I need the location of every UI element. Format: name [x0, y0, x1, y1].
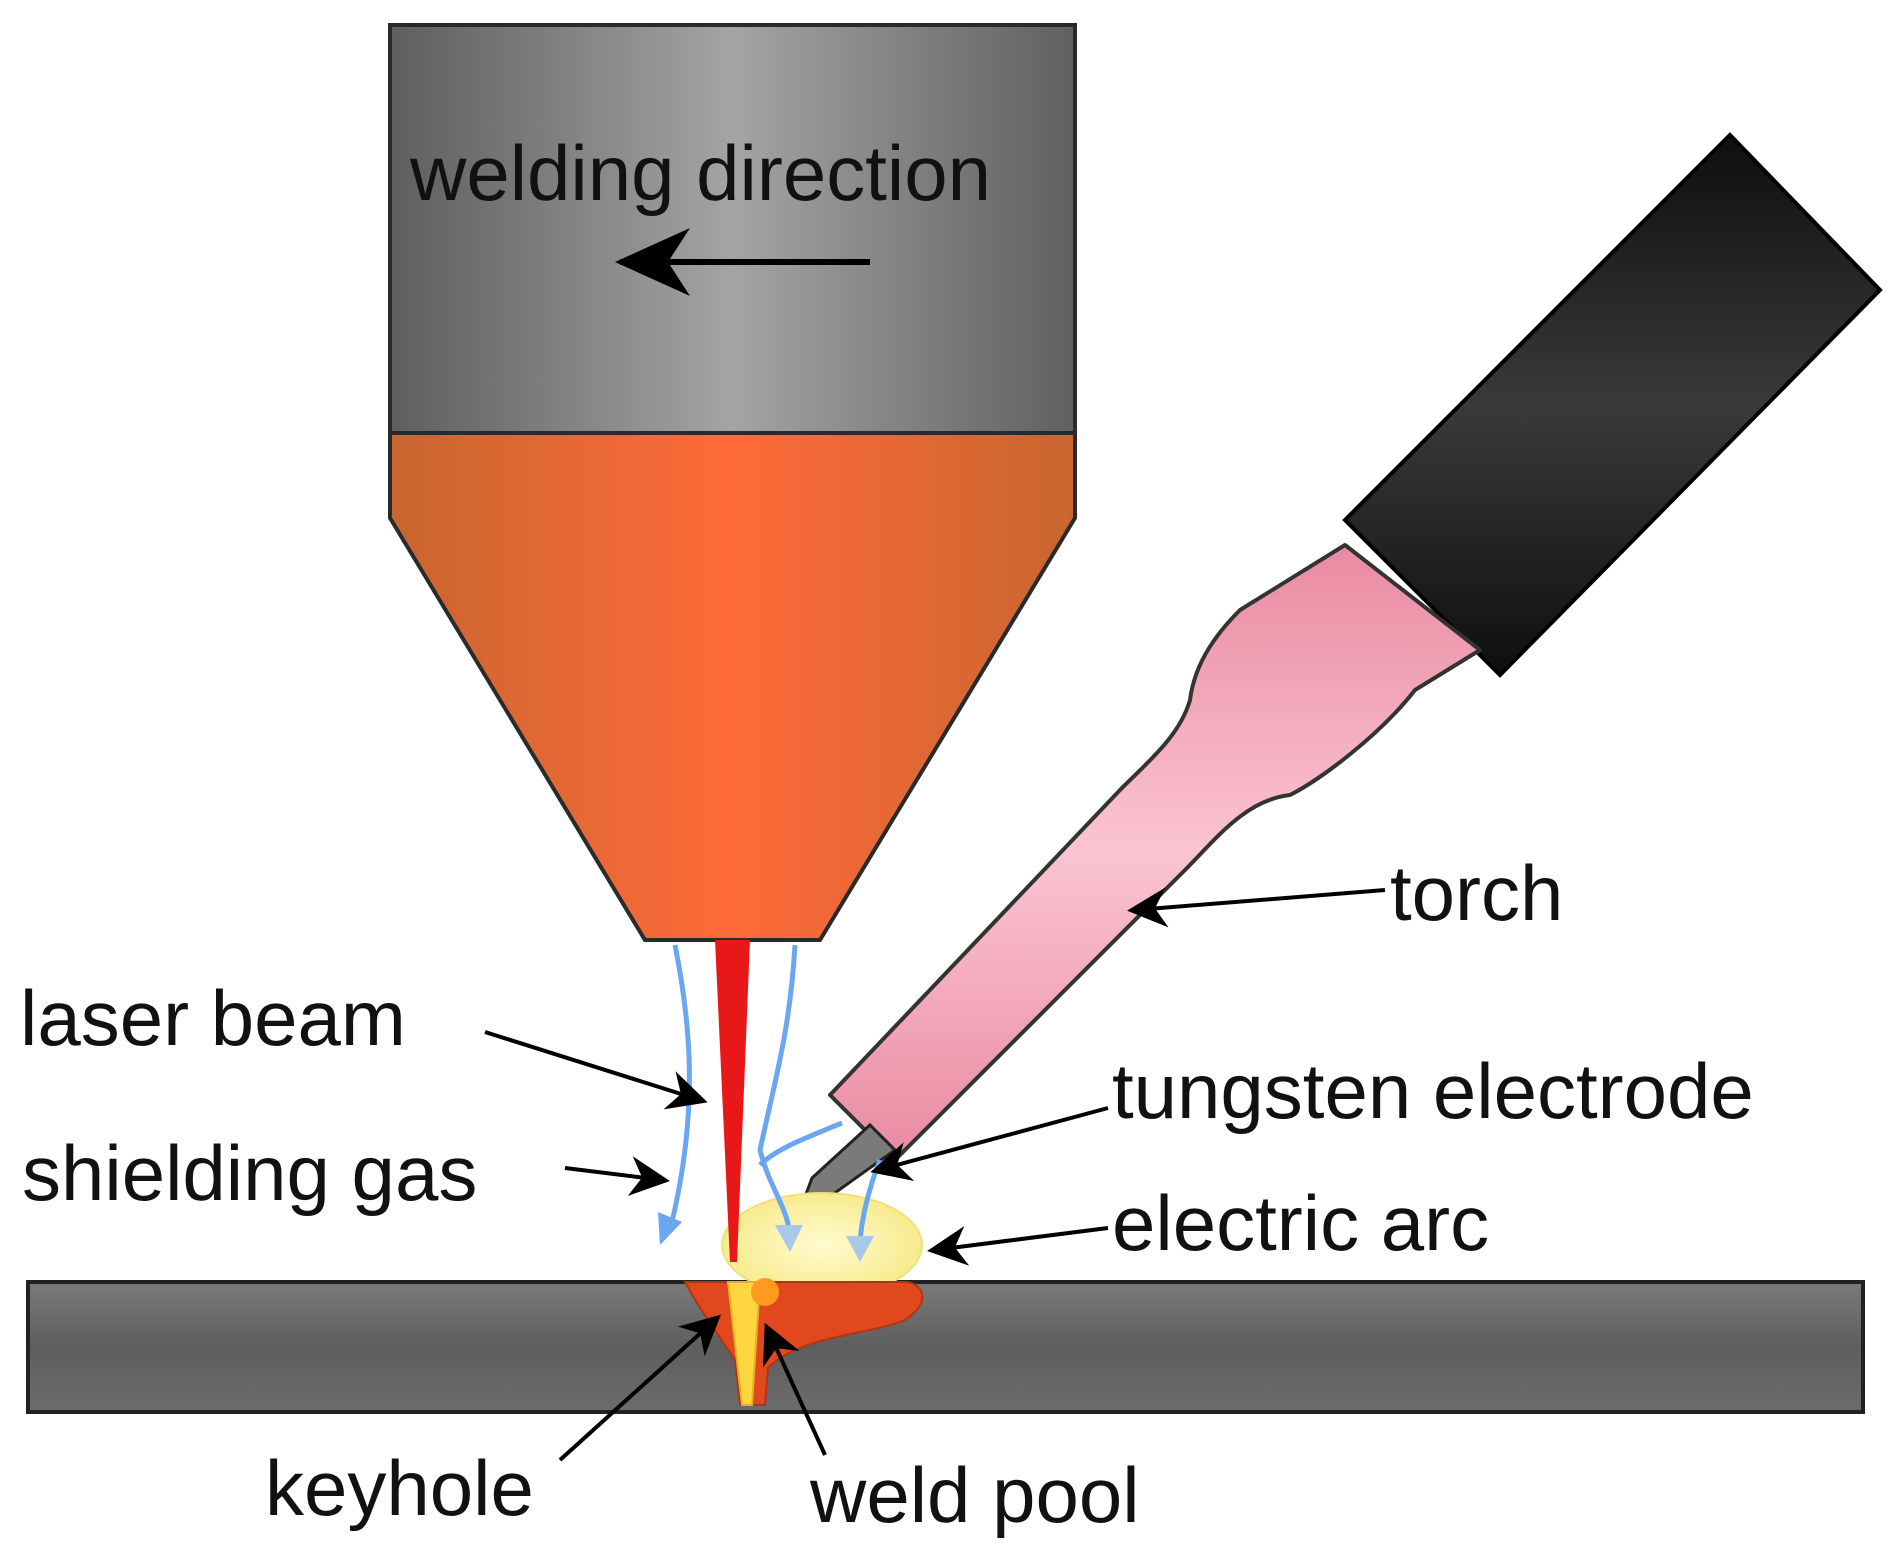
torch-leader	[1127, 887, 1386, 928]
laser-beam-label: laser beam	[20, 974, 406, 1062]
workpiece	[26, 1280, 1865, 1414]
laser-beam	[715, 940, 750, 1262]
tungsten-electrode-label: tungsten electrode	[1112, 1047, 1754, 1135]
laser-nozzle	[388, 431, 1077, 942]
weld-pool-hotspot	[751, 1278, 779, 1306]
keyhole	[726, 1281, 762, 1406]
electric-arc-leader	[927, 1226, 1109, 1266]
tungsten-electrode-leader	[870, 1106, 1109, 1181]
shielding-gas-arrowhead-torch	[846, 1236, 874, 1262]
shielding-gas-arrowhead-left	[658, 1212, 682, 1245]
shielding-gas-flow-torch-a	[758, 1120, 843, 1167]
laser-beam-leader	[484, 1030, 708, 1110]
torch-label: torch	[1390, 849, 1563, 937]
electric-arc-label: electric arc	[1112, 1179, 1489, 1267]
shielding-gas-flow-left	[667, 944, 692, 1231]
weld-pool-label: weld pool	[809, 1451, 1140, 1539]
shielding-gas-arrowhead-inner	[775, 1225, 803, 1252]
torch-body	[828, 543, 1482, 1162]
keyhole-leader	[558, 1314, 721, 1462]
shielding-gas-flow-inner	[757, 944, 798, 1241]
welding-direction-arrowhead	[615, 228, 690, 296]
shielding-gas-label: shielding gas	[22, 1129, 477, 1217]
keyhole-label: keyhole	[265, 1444, 534, 1532]
torch-cap	[1342, 132, 1883, 678]
welding-direction-label: welding direction	[409, 129, 991, 217]
laser-head	[388, 23, 1077, 435]
shielding-gas-leader	[564, 1156, 670, 1196]
weld-pool-leader	[763, 1322, 827, 1456]
